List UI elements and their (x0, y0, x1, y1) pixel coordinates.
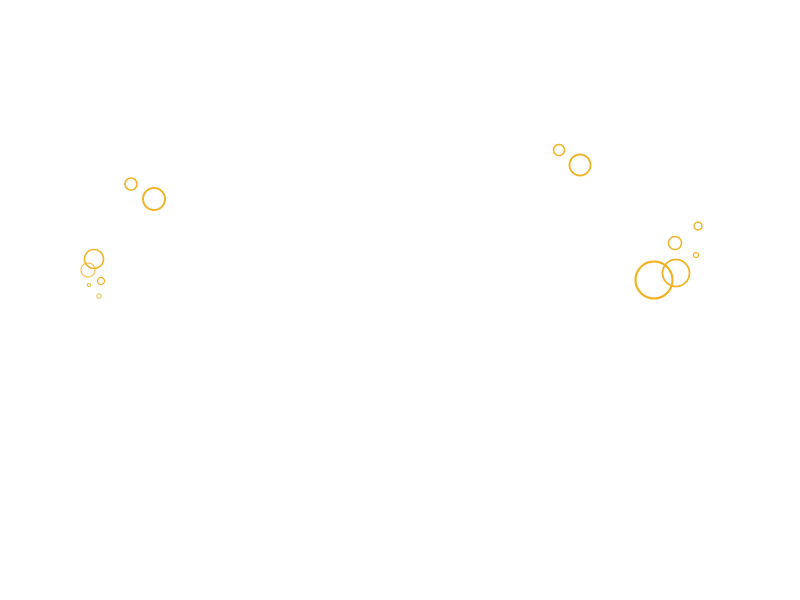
bubble (86, 282, 92, 288)
bubble (568, 153, 592, 177)
bubble (634, 260, 674, 300)
bubble-group-right-lower (634, 221, 703, 300)
bubble (552, 143, 566, 157)
bubble (80, 262, 96, 278)
bubble-group-left-upper (124, 177, 166, 211)
bubble (661, 258, 691, 288)
bubble (142, 187, 166, 211)
bubble (693, 221, 703, 231)
bubble (667, 235, 683, 251)
bubble-group-left-lower (80, 248, 106, 299)
bubble (96, 293, 102, 299)
bubble (83, 248, 105, 270)
bubble (692, 251, 700, 259)
bubble-group-right-upper (552, 143, 592, 177)
bubble (96, 276, 106, 286)
bubble (124, 177, 138, 191)
